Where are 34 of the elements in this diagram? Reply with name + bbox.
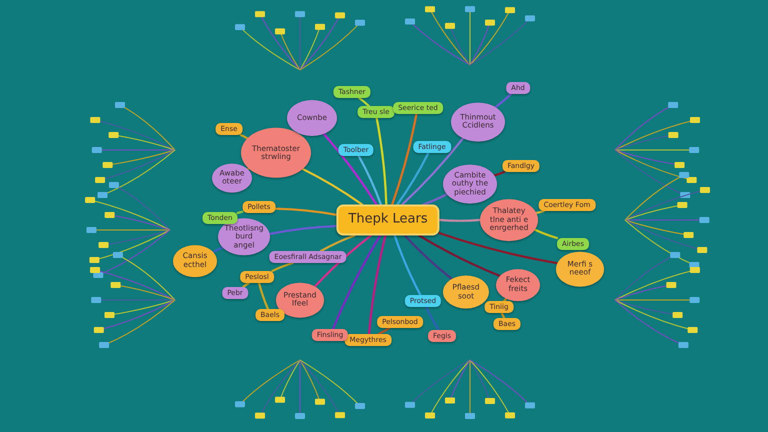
branch-connector	[314, 234, 372, 288]
branch-connector	[425, 306, 440, 332]
branch-connector	[401, 137, 464, 206]
branch-connector	[378, 326, 390, 336]
branch-connector	[394, 234, 422, 296]
central-topic-box: Thepk Lears	[336, 204, 440, 236]
branch-connector	[376, 116, 388, 206]
branch-connector	[212, 246, 224, 254]
branch-connector	[438, 232, 558, 264]
branch-connector	[242, 282, 250, 288]
branch-connector	[422, 193, 448, 206]
branch-connector	[368, 234, 387, 336]
branch-connector	[396, 152, 430, 206]
branch-connector	[274, 208, 338, 216]
branch-connector	[322, 132, 378, 206]
branch-connector	[358, 96, 370, 108]
branch-connector	[302, 168, 364, 206]
branch-connector	[494, 92, 512, 108]
branch-connector	[500, 312, 506, 320]
branch-connector	[320, 234, 356, 252]
branch-connector	[332, 234, 382, 330]
branch-connector	[358, 154, 382, 206]
branch-connector	[240, 134, 249, 140]
branch-connector	[493, 170, 506, 177]
branch-connector	[534, 228, 558, 240]
branch-connector	[391, 112, 418, 206]
branch-connector	[404, 234, 453, 280]
branch-connector	[535, 210, 545, 214]
branch-connector	[271, 262, 294, 272]
branch-connector	[268, 224, 338, 236]
branch-connector	[258, 282, 270, 310]
branch-connector	[418, 234, 501, 278]
branch-connector	[236, 210, 244, 214]
branch-connector	[438, 218, 482, 222]
